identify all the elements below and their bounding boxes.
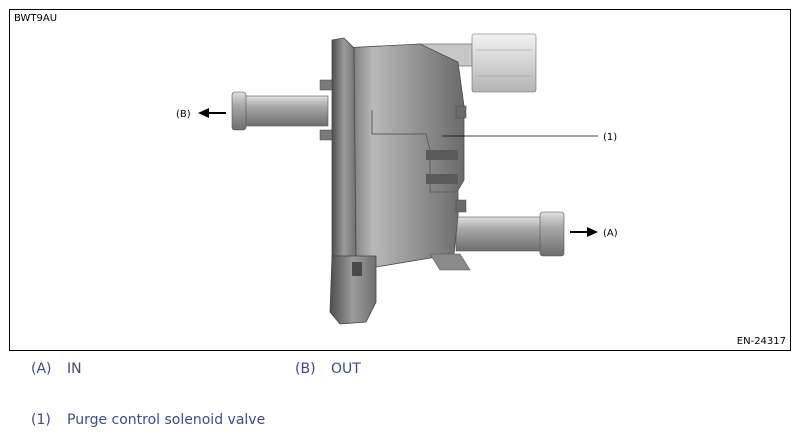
callout-label-a: (A) (603, 228, 618, 239)
callout-label-1: (1) (603, 132, 617, 143)
legend-text: OUT (331, 361, 361, 377)
figure-id-label: BWT9AU (14, 13, 58, 24)
legend-item-a: (A) IN (31, 361, 82, 377)
callout-label-b: (B) (176, 109, 191, 120)
legend-item-1: (1) Purge control solenoid valve (31, 412, 265, 428)
legend-text: IN (67, 361, 82, 377)
in-arrow-icon (570, 227, 598, 237)
legend-item-b: (B) OUT (295, 361, 361, 377)
in-port-tube (455, 211, 565, 257)
out-arrow-icon (198, 108, 226, 118)
mounting-bracket (329, 255, 377, 325)
figure-code-label: EN-24317 (736, 336, 786, 347)
legend-key: (A) (31, 361, 52, 377)
legend-key: (B) (295, 361, 316, 377)
valve-body (341, 43, 471, 271)
diagram-frame: BWT9AU (9, 9, 791, 351)
electrical-connector (417, 33, 537, 93)
legend-key: (1) (31, 412, 51, 428)
mounting-flange (319, 37, 357, 273)
out-port-tube (231, 91, 329, 131)
solenoid-valve-illustration: (B) (A) (1) (176, 33, 618, 325)
legend-text: Purge control solenoid valve (67, 412, 266, 428)
